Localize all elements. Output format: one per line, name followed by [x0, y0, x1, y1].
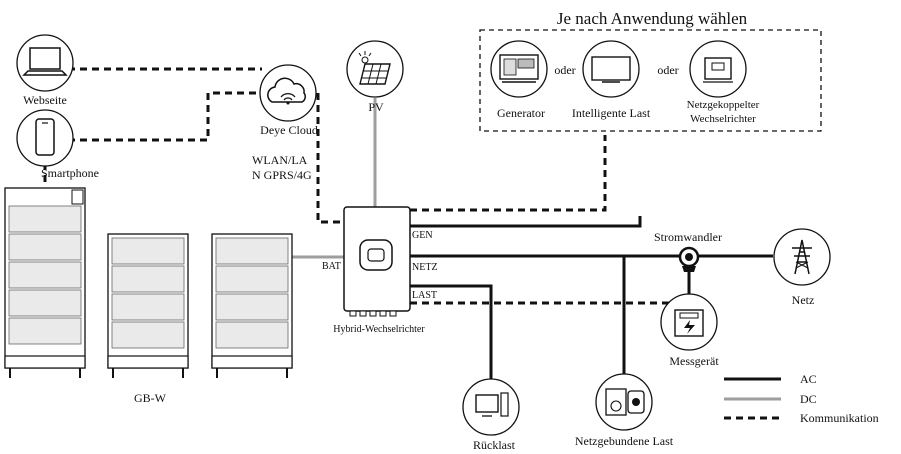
ac-lines	[410, 216, 773, 380]
comm-protocol-line2: N GPRS/4G	[252, 168, 312, 182]
cloud-icon	[259, 64, 317, 122]
comm-line-cloud-inverter	[316, 93, 346, 224]
legend-ac-label: AC	[800, 372, 817, 386]
battery-label: GB-W	[134, 391, 167, 405]
inverter-label: Hybrid-Wechselrichter	[333, 324, 425, 335]
grid-tied-load-label: Netzgebundene Last	[575, 434, 674, 448]
laptop-icon	[16, 34, 74, 92]
diagram-title: Je nach Anwendung wählen	[557, 9, 748, 28]
battery-rack-1	[4, 187, 86, 378]
battery-rack-3	[211, 233, 293, 378]
smart-load-label: Intelligente Last	[572, 106, 651, 120]
battery-rack-2	[107, 233, 189, 378]
meter-icon	[660, 293, 718, 351]
smartphone-label: Smartphone	[41, 166, 99, 180]
grid-tower-icon	[773, 228, 831, 286]
ac-line-backup-load	[410, 284, 493, 380]
optional-devices-box	[479, 29, 822, 132]
website-label: Webseite	[23, 93, 67, 107]
cloud-label: Deye Cloud	[260, 123, 318, 137]
grid-inverter-label-2: Wechselrichter	[690, 113, 756, 125]
legend-dc-label: DC	[800, 392, 817, 406]
legend: AC DC Kommunikation	[724, 372, 879, 425]
or-label-1: oder	[554, 63, 575, 77]
grid-tied-load-icon	[595, 373, 653, 431]
grid-inverter-icon	[689, 40, 747, 98]
port-bat-label: BAT	[322, 261, 341, 272]
hybrid-inverter-icon	[343, 206, 411, 317]
backup-load-icon	[462, 378, 520, 436]
ac-line-gen	[410, 216, 642, 228]
solar-panel-icon	[346, 40, 404, 98]
grid-inverter-label-1: Netzgekoppelter	[687, 99, 760, 111]
smart-load-icon	[582, 40, 640, 98]
communication-lines	[43, 67, 685, 305]
comm-protocol-line1: WLAN/LA	[252, 153, 308, 167]
smartphone-icon	[16, 109, 74, 167]
meter-label: Messgerät	[669, 354, 719, 368]
generator-icon	[490, 40, 548, 98]
pv-label: PV	[368, 100, 384, 114]
dc-lines	[291, 98, 377, 259]
legend-comm-label: Kommunikation	[800, 411, 879, 425]
backup-load-label: Rücklast	[473, 438, 516, 452]
port-gen-label: GEN	[412, 230, 433, 241]
ct-label: Stromwandler	[654, 230, 722, 244]
comm-line-phone-cloud	[68, 91, 262, 142]
comm-line-inverter-devices	[410, 135, 607, 212]
port-load-label: LAST	[412, 290, 437, 301]
current-transformer-icon	[678, 246, 700, 272]
grid-label: Netz	[792, 293, 815, 307]
port-grid-label: NETZ	[412, 262, 438, 273]
or-label-2: oder	[657, 63, 678, 77]
generator-label: Generator	[497, 106, 545, 120]
